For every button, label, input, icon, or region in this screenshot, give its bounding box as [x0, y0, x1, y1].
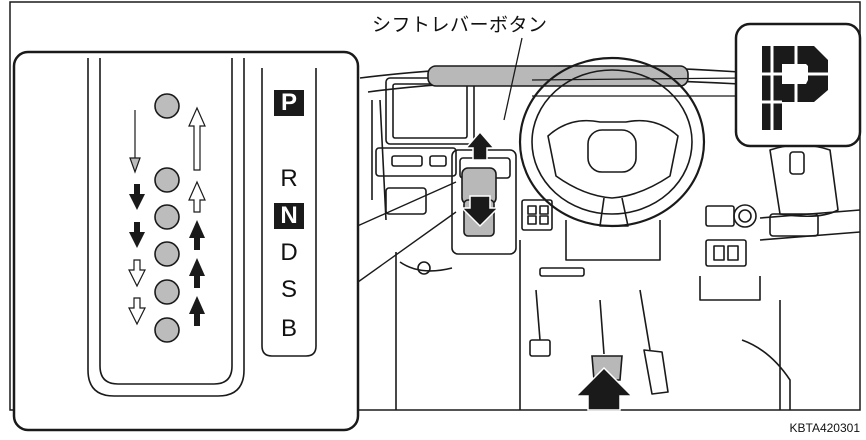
gear-letter-r: R [280, 165, 298, 192]
p-indicator-connector [531, 77, 745, 97]
figure-id: KBTA420301 [789, 421, 861, 435]
gear-letter-d: D [280, 239, 298, 266]
arrow-s-to-b [128, 297, 146, 326]
figure-frame [9, 1, 861, 411]
position-circle-p [154, 93, 180, 119]
inset-connector-top [343, 181, 457, 233]
p-indicator-glyph: P [744, 32, 828, 130]
dashboard-illustration [359, 56, 861, 410]
shift-button-label: シフトレバーボタン [372, 14, 548, 36]
lever-down-arrow [460, 195, 500, 228]
position-circle-r [154, 167, 180, 193]
position-circle-n [154, 204, 180, 230]
gear-letter-p: P [274, 90, 304, 116]
arrow-p-to-r [129, 110, 141, 174]
arrow-d-to-s [128, 259, 146, 288]
arrow-s-to-d [189, 258, 205, 288]
gear-letter-b: B [280, 315, 297, 342]
inset-panel [12, 50, 360, 432]
arrow-n-to-r [188, 180, 206, 213]
callout-leader [503, 37, 523, 121]
arrow-r-to-p [188, 106, 206, 171]
brake-press-arrow [574, 366, 634, 411]
arrow-d-to-n [189, 220, 205, 250]
gear-letter-s: S [280, 276, 297, 303]
shift-gate-slot [87, 58, 245, 397]
position-circle-s [154, 279, 180, 305]
arrow-b-to-s [189, 296, 205, 326]
position-circle-d [154, 241, 180, 267]
gear-letter-n: N [274, 203, 304, 229]
arrow-n-to-d [129, 222, 145, 248]
p-indicator-letter: P [744, 32, 745, 33]
position-circle-b [154, 317, 180, 343]
position-circles [154, 93, 180, 343]
arrow-r-to-n [129, 184, 145, 210]
gear-label-strip [261, 68, 317, 357]
lever-up-arrow [464, 130, 496, 161]
